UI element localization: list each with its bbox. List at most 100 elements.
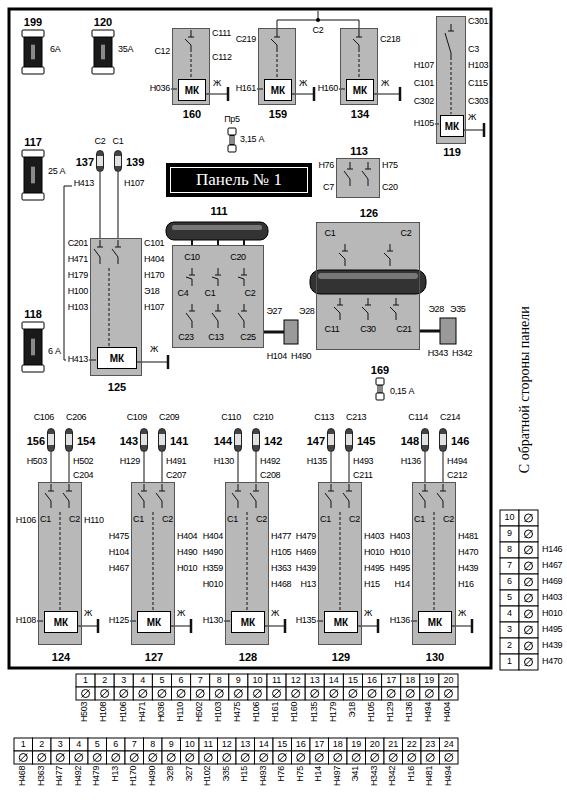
terminal-cell (199, 751, 218, 764)
wire (337, 305, 343, 306)
wire (192, 321, 193, 328)
wire (525, 546, 533, 554)
wire-label: Н179 (329, 702, 339, 722)
wire-connector (425, 452, 426, 482)
wire-label: Н479 (296, 532, 316, 542)
terminal-screw (101, 690, 109, 698)
terminal-screw (525, 610, 533, 618)
terminal-screw (371, 754, 379, 762)
terminal-cell (363, 674, 382, 687)
terminal-cell (95, 687, 114, 700)
terminal-cell (107, 751, 126, 764)
wire (69, 501, 70, 508)
wire-connector (443, 452, 444, 482)
wire-label: Ж (381, 79, 389, 89)
wire-label: Н470 (458, 548, 478, 558)
wire-label: Э27 (266, 307, 282, 317)
wire-label: 25 А (48, 167, 65, 177)
wire-label: Н106 (16, 516, 36, 526)
wire-label: Н475 (109, 532, 129, 542)
relay-fill (38, 482, 82, 645)
wire (260, 754, 268, 762)
wire-label: С1 (227, 515, 238, 525)
wire-label: С211 (353, 471, 373, 481)
wire-label: Н170 (129, 766, 139, 786)
terminal-cell (133, 674, 152, 687)
wire (425, 501, 426, 508)
wire (56, 754, 64, 762)
wire (406, 690, 414, 698)
relay-box: 127МК (131, 482, 175, 645)
fuse-clip (22, 30, 44, 37)
wire (353, 39, 359, 45)
wire-label: Н105 (414, 119, 434, 129)
wire (396, 298, 397, 305)
wire-label: Н495 (364, 564, 384, 574)
wire (315, 754, 323, 762)
terminal-number: 1 (507, 657, 512, 667)
fuse-body (378, 385, 382, 392)
terminal-screw (167, 754, 175, 762)
relay-fill (225, 482, 269, 645)
wire (274, 37, 280, 38)
wire-label: Н010 (177, 564, 197, 574)
wire (130, 754, 138, 762)
wire-label: Н104 (267, 352, 287, 362)
wire (212, 313, 218, 321)
wire-label: Ж (213, 79, 221, 89)
terminal-cell (125, 738, 144, 751)
wire (188, 37, 194, 38)
wire-label: С20 (230, 253, 246, 263)
terminal-screw (273, 690, 281, 698)
part-number: 130 (426, 651, 444, 663)
terminal-screw (525, 642, 533, 650)
terminal-cell (420, 687, 439, 700)
terminal-cell (519, 558, 538, 574)
wire (205, 94, 228, 95)
wire (525, 626, 533, 634)
wire (112, 249, 118, 257)
wire-label: С210 (253, 413, 273, 423)
terminal-screw (525, 514, 533, 522)
wire-label: С204 (73, 471, 93, 481)
diode: 147 (327, 428, 335, 452)
wire (159, 491, 165, 492)
wire (483, 123, 486, 137)
bus-bar (318, 273, 418, 279)
part-number: 125 (108, 381, 126, 393)
coil-box: МК (97, 347, 137, 369)
wire-label: Н492 (74, 766, 84, 786)
wire-label: Н14 (394, 580, 410, 590)
wire (218, 321, 219, 328)
wire-label: Н363 (271, 564, 291, 574)
fuse-body (31, 45, 35, 60)
coil-label: МК (334, 617, 348, 628)
fuse-clip (22, 67, 44, 74)
wire-label: Э28 (428, 305, 444, 315)
wire (328, 491, 334, 492)
wire-label: С2 (162, 515, 173, 525)
wire-label: С101 (414, 79, 434, 89)
relay-box: 125МК (90, 238, 142, 376)
wire-label: Н125 (109, 616, 129, 626)
relay-fill (318, 482, 362, 645)
wire-label: Н036 (150, 84, 170, 94)
terminal-screw (525, 626, 533, 634)
terminal-screw (177, 690, 185, 698)
relay-box: 113 (336, 158, 380, 198)
wire (120, 690, 128, 698)
wire-label: Н136 (401, 457, 421, 467)
terminal-screw (426, 754, 434, 762)
terminal-screw (425, 690, 433, 698)
part-number: 127 (145, 651, 163, 663)
wire (241, 754, 249, 762)
junction-dot (316, 18, 320, 22)
wire (359, 30, 360, 37)
connector-block (440, 318, 456, 344)
wire (350, 179, 351, 186)
wire (525, 594, 533, 602)
wire-label: С115 (468, 79, 488, 89)
terminal-cell (324, 687, 343, 700)
wire (256, 484, 257, 491)
wire-label: Н010 (390, 548, 410, 558)
